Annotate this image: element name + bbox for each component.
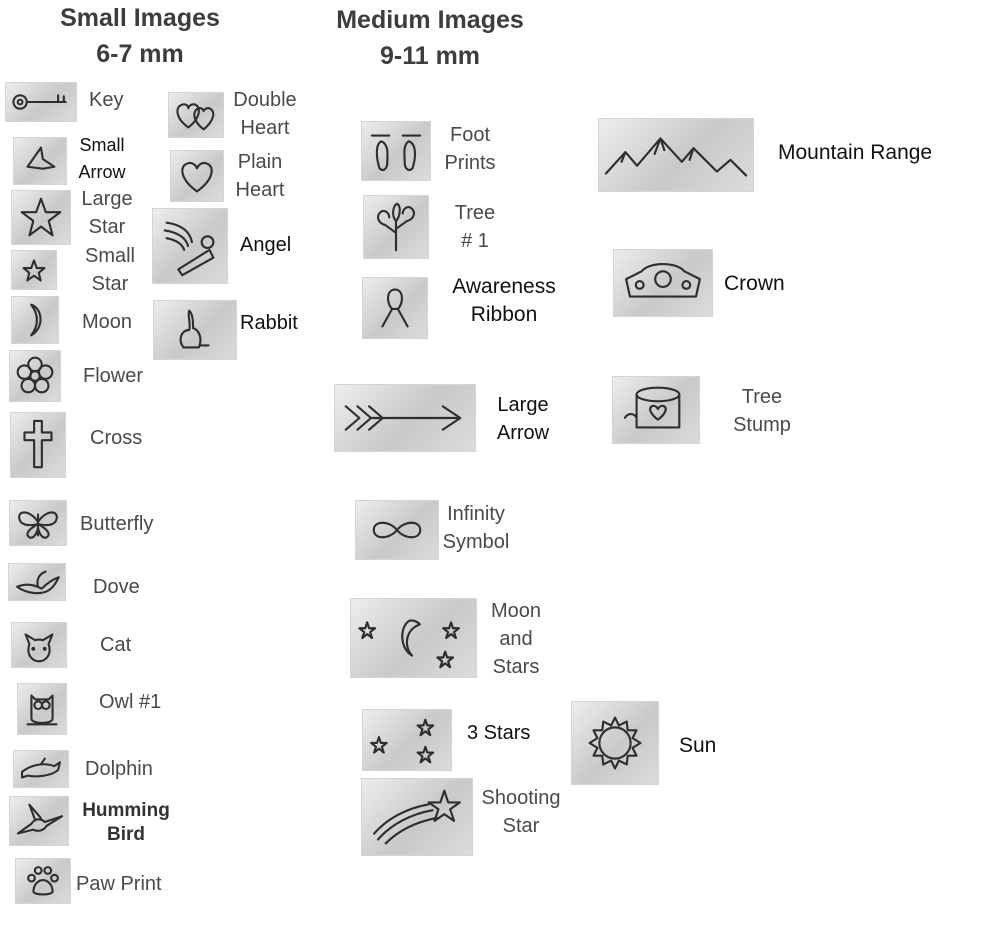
medium-images-heading: Medium Images 9-11 mm [320, 2, 540, 74]
dove-label: Dove [93, 576, 140, 598]
awareness-ribbon-stamp-image [362, 277, 428, 339]
butterfly-label: Butterfly [80, 513, 154, 535]
rabbit-stamp-image [153, 300, 237, 360]
humming-bird-stamp-image [9, 796, 69, 846]
medium-images-size: 9-11 mm [379, 42, 481, 70]
cat-stamp-image [11, 622, 67, 668]
three-stars-stamp-image [362, 709, 452, 771]
cat-label: Cat [100, 634, 132, 656]
owl-label: Owl #1 [99, 691, 162, 713]
rabbit-label: Rabbit [240, 312, 298, 334]
flower-label: Flower [83, 365, 144, 387]
small-arrow-stamp-image [13, 137, 67, 185]
sun-label: Sun [679, 734, 717, 757]
moon-label: Moon [82, 311, 133, 333]
crown-stamp-image [613, 249, 713, 317]
small-star-stamp-image [11, 250, 57, 290]
angel-label: Angel [240, 234, 292, 256]
small-images-title: Small Images [60, 4, 220, 32]
key-label: Key [89, 89, 124, 111]
dolphin-stamp-image [13, 750, 69, 788]
paw-print-label: Paw Print [76, 873, 162, 895]
large-arrow-stamp-image [334, 384, 476, 452]
three-stars-label: 3 Stars [467, 722, 531, 744]
large-star-stamp-image [11, 190, 71, 245]
cross-stamp-image [10, 412, 66, 478]
foot-prints-stamp-image [361, 121, 431, 181]
small-images-heading: Small Images 6-7 mm [40, 0, 240, 72]
moon-stamp-image [11, 296, 59, 344]
key-stamp-image [5, 82, 77, 122]
moon-and-stars-stamp-image [350, 598, 477, 678]
dove-stamp-image [8, 563, 66, 601]
tree-stump-stamp-image [612, 376, 700, 444]
double-heart-stamp-image [168, 92, 224, 138]
shooting-star-stamp-image [361, 778, 473, 856]
infinity-symbol-stamp-image [355, 500, 439, 560]
owl-stamp-image [17, 683, 67, 735]
paw-print-stamp-image [15, 858, 71, 904]
cross-label: Cross [90, 427, 143, 449]
small-images-size: 6-7 mm [96, 40, 184, 68]
tree-label: Tree# 1 [454, 202, 496, 252]
sun-stamp-image [571, 701, 659, 785]
butterfly-stamp-image [9, 500, 67, 546]
mountain-range-stamp-image [598, 118, 754, 192]
angel-stamp-image [152, 208, 228, 284]
medium-images-title: Medium Images [336, 6, 524, 34]
crown-label: Crown [724, 272, 785, 295]
plain-heart-stamp-image [170, 150, 224, 202]
flower-stamp-image [9, 350, 61, 402]
dolphin-label: Dolphin [85, 758, 153, 780]
mountain-range-label: Mountain Range [778, 141, 933, 164]
tree-stamp-image [363, 195, 429, 259]
